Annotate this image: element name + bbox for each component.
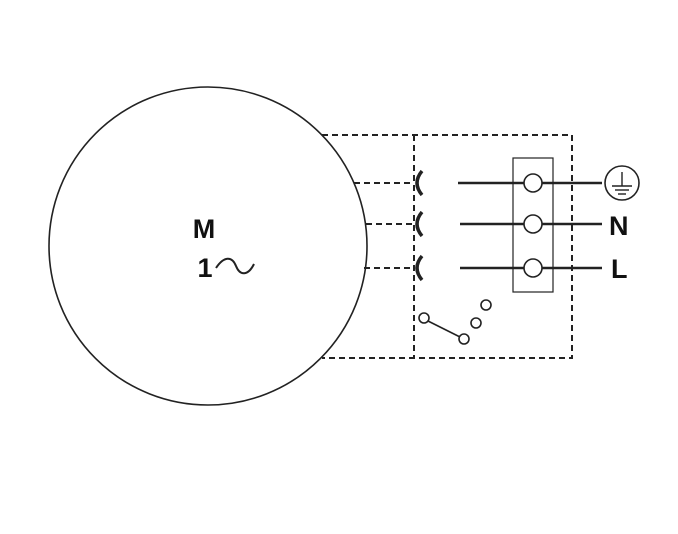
connector-neutral: [415, 210, 424, 238]
terminal-box-enclosure: [322, 134, 573, 359]
motor-phase-label: 1: [197, 253, 212, 283]
terminal-screws: [523, 173, 543, 278]
switch-common-contact: [418, 312, 430, 324]
terminal-label-neutral: N: [609, 211, 629, 241]
enclosure-outline: [322, 134, 573, 359]
motor-leads: [354, 182, 412, 269]
connector-earth: [415, 169, 424, 197]
earth-ground-icon: [604, 165, 640, 201]
terminal-label-line: L: [611, 254, 628, 284]
motor-symbol-label: M: [193, 214, 216, 244]
terminal-screw-line: [523, 258, 543, 278]
terminal-screw-earth: [523, 173, 543, 193]
ac-wave-icon: [215, 257, 255, 275]
connector-line: [415, 254, 424, 282]
terminal-screw-neutral: [523, 214, 543, 234]
motor-circle: [48, 86, 368, 406]
connectors: [415, 169, 424, 282]
terminal-block: [512, 157, 554, 293]
speed-selector-switch: [418, 299, 492, 345]
switch-contact-1: [458, 333, 470, 345]
switch-lever: [427, 320, 461, 338]
switch-contact-3: [480, 299, 492, 311]
switch-contact-2: [470, 317, 482, 329]
